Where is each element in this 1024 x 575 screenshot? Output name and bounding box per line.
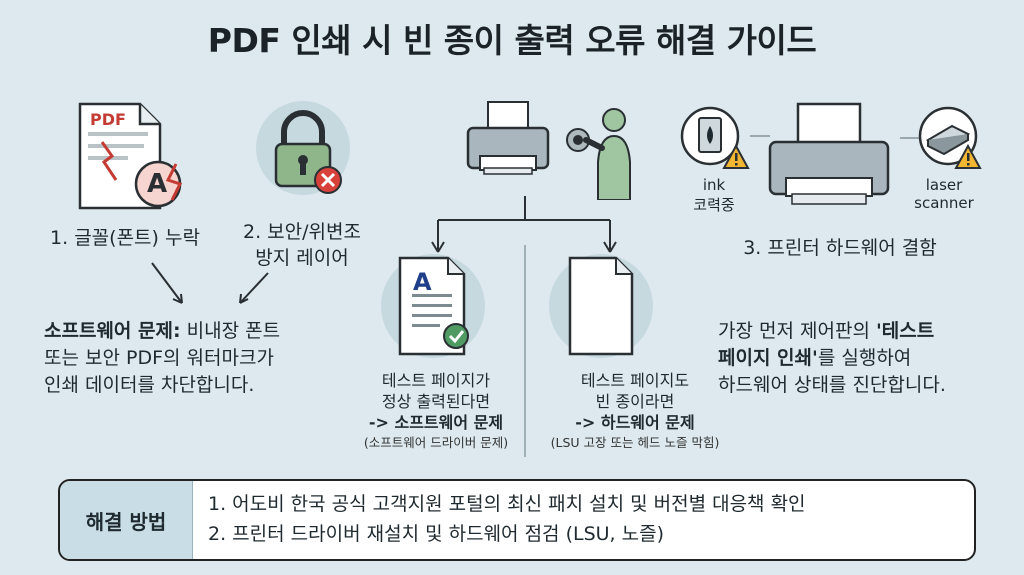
branch-right-line2: 빈 종이라면 [595,392,675,411]
solution-item: 2. 프린터 드라이버 재설치 및 하드웨어 점검 (LSU, 노즐) [208,523,664,545]
software-note-bold: 소프트웨어 문제: [44,320,181,342]
ink-label: ink [702,176,726,194]
printer-person-icon [466,101,631,200]
branch-left-text: 테스트 페이지가 정상 출력된다면 -> 소프트웨어 문제 (소프트웨어 드라이… [350,370,522,452]
software-note-line3: 인쇄 데이터를 차단합니다. [44,374,255,396]
software-note: 소프트웨어 문제: 비내장 폰트 또는 보안 PDF의 워터마크가 인쇄 데이터… [44,318,374,399]
cause-arrows [151,262,269,304]
page-title: PDF 인쇄 시 빈 종이 출력 오류 해결 가이드 [207,21,817,60]
cause-hardware-fault: 3. 프린터 하드웨어 결함 [743,237,937,259]
branch-right-line1: 테스트 페이지도 [580,371,690,390]
scanner-label: scanner [914,194,974,212]
software-note-line2: 또는 보안 PDF의 워터마크가 [44,347,274,369]
cause-security-layer-1: 2. 보안/위변조 [243,221,361,243]
document-glyph: A [413,268,432,296]
branch-left-note: (소프트웨어 드라이버 문제) [363,435,509,450]
font-glyph: A [147,169,168,199]
branch-divider [524,245,526,457]
branch-left-line2: 정상 출력된다면 [381,392,491,411]
document-check-icon [381,254,485,358]
hardware-note: 가장 먼저 제어판의 '테스트 페이지 인쇄'를 실행하여 하드웨어 상태를 진… [718,318,1018,399]
hardware-note-bold1: '테스트 [875,320,935,342]
cause-font-missing: 1. 글꼴(폰트) 누락 [50,227,200,249]
branch-right-text: 테스트 페이지도 빈 종이라면 -> 하드웨어 문제 (LSU 고장 또는 헤드… [530,370,740,452]
laser-label: laser [925,176,963,194]
solution-item: 1. 어도비 한국 공식 고객지원 포털의 최신 패치 설치 및 버전별 대응책… [208,493,806,515]
lock-error-icon [256,101,350,195]
software-note-line1: 비내장 폰트 [180,320,281,342]
branch-right-result: -> 하드웨어 문제 [575,413,695,432]
connector-lines [750,135,920,139]
solution-box: 해결 방법 1. 어도비 한국 공식 고객지원 포털의 최신 패치 설치 및 버… [58,479,976,561]
pdf-label: PDF [90,110,126,129]
branch-connector [431,196,617,253]
branch-left-line1: 테스트 페이지가 [381,371,491,390]
hardware-note-bold2: 페이지 인쇄' [718,347,818,369]
ink-status: 코력중 [693,196,735,214]
branch-right-note: (LSU 고장 또는 헤드 노즐 막힘) [550,435,720,450]
large-printer-icon [768,102,890,205]
solution-label: 해결 방법 [60,481,193,559]
branch-left-result: -> 소프트웨어 문제 [368,413,504,432]
cause-security-layer-2: 방지 레이어 [255,247,349,269]
hardware-note-line2: 를 실행하여 [817,347,912,369]
hardware-note-pre: 가장 먼저 제어판의 [718,320,876,342]
hardware-note-line3: 하드웨어 상태를 진단합니다. [718,374,946,396]
solution-list: 1. 어도비 한국 공식 고객지원 포털의 최신 패치 설치 및 버전별 대응책… [208,489,806,549]
blank-page-icon [549,254,653,358]
scanner-warning-icon [918,106,982,169]
pdf-broken-font-icon [78,102,183,210]
ink-cartridge-warning-icon [680,106,750,169]
